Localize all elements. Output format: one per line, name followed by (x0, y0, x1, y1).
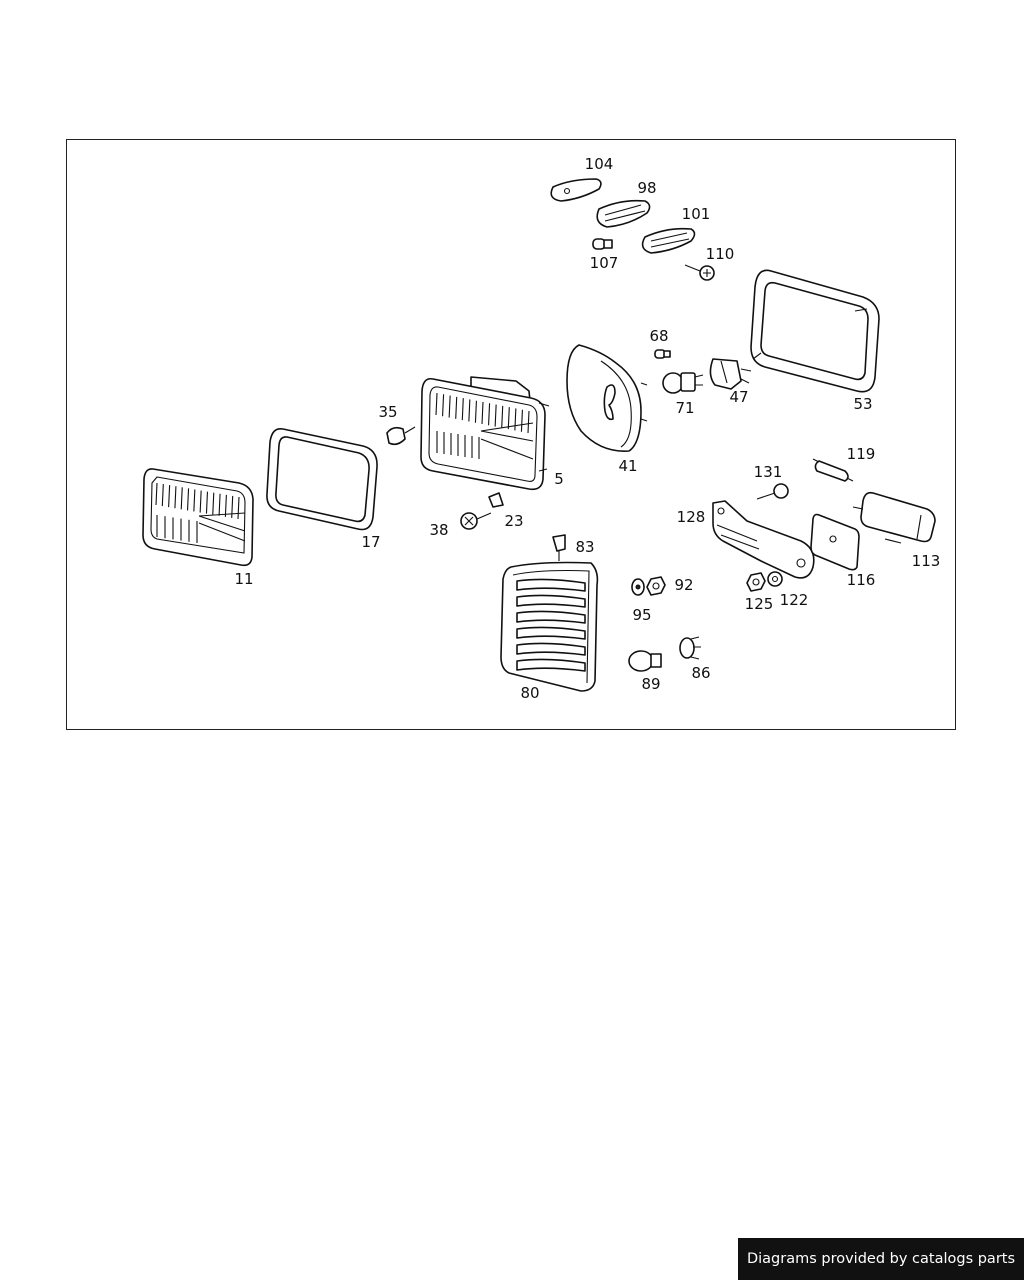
label-35: 35 (378, 403, 397, 421)
lens-pattern-line (168, 485, 171, 508)
lens-pattern-line (205, 491, 209, 514)
part-122-lock-washer[interactable] (767, 571, 783, 587)
lens-pattern-line (186, 488, 190, 511)
tail-lamp-rib (516, 578, 586, 592)
part-68-bulb[interactable] (654, 349, 671, 359)
part-119-festoon-bulb[interactable] (812, 458, 854, 482)
part-107-bulb[interactable] (592, 238, 613, 250)
part-104-side-marker-gasket[interactable] (550, 178, 602, 202)
label-47: 47 (729, 388, 748, 406)
tail-lamp-rib (516, 626, 586, 640)
callout-labels: 104 98 101 107 110 68 71 47 53 41 35 5 1… (234, 155, 940, 702)
label-41: 41 (618, 457, 637, 475)
lens-pattern-line (193, 489, 196, 512)
lens-pattern-line (461, 398, 464, 421)
part-47-bulb-socket[interactable] (709, 358, 752, 390)
part-80-tail-lamp[interactable] (500, 561, 599, 692)
lens-pattern-line (218, 493, 221, 516)
label-110: 110 (706, 245, 735, 263)
part-98-side-marker-lens[interactable] (596, 199, 651, 228)
lens-pattern-line (520, 409, 523, 432)
lens-pattern-line (161, 484, 164, 507)
lens-pattern-line (494, 404, 497, 427)
lens-pattern-line (501, 405, 504, 428)
lens-pattern-line (442, 394, 445, 417)
label-128: 128 (677, 508, 706, 526)
label-83: 83 (575, 538, 594, 556)
label-86: 86 (691, 664, 710, 682)
label-11: 11 (234, 570, 253, 588)
lens-pattern-line (199, 490, 202, 513)
label-95: 95 (632, 606, 651, 624)
part-131-screw[interactable] (756, 483, 789, 500)
label-119: 119 (847, 445, 876, 463)
part-41-reflector-housing[interactable] (566, 344, 648, 452)
part-110-screw[interactable] (684, 264, 715, 281)
part-113-marker-lamp[interactable] (852, 491, 936, 544)
part-128-mounting-bracket[interactable] (712, 500, 815, 579)
part-38-screw[interactable] (460, 512, 492, 530)
label-53: 53 (853, 395, 872, 413)
label-122: 122 (780, 591, 809, 609)
label-104: 104 (585, 155, 614, 173)
lens-pattern-line (474, 400, 477, 423)
label-107: 107 (590, 254, 619, 272)
label-68: 68 (649, 327, 668, 345)
part-95-washer[interactable] (631, 578, 645, 596)
lens-pattern-line (212, 492, 215, 515)
label-89: 89 (641, 675, 660, 693)
label-23: 23 (504, 512, 523, 530)
part-101-side-marker-lens[interactable] (641, 227, 696, 254)
part-11-headlamp-lens[interactable] (142, 468, 254, 567)
part-53-outer-frame[interactable] (750, 269, 880, 393)
lens-pattern-line (527, 410, 530, 434)
lens-pattern-line (481, 401, 484, 425)
part-86-socket[interactable] (679, 636, 701, 660)
part-71-bulb[interactable] (662, 372, 704, 394)
tail-lamp-rib (516, 594, 586, 608)
lens-pattern-line (455, 396, 458, 419)
part-92-nut[interactable] (646, 576, 666, 596)
part-116-gasket[interactable] (810, 513, 860, 571)
lens-pattern-line (237, 496, 240, 520)
parts-diagram-frame: 104 98 101 107 110 68 71 47 53 41 35 5 1… (66, 139, 956, 730)
label-98: 98 (637, 179, 656, 197)
lens-pattern-line (224, 494, 227, 517)
lens-pattern-line (507, 407, 510, 430)
label-80: 80 (520, 684, 539, 702)
tail-lamp-rib (516, 658, 586, 672)
part-125-nut[interactable] (746, 572, 766, 592)
tail-lamp-rib (516, 642, 586, 656)
lens-pattern-line (435, 392, 438, 416)
credit-banner: Diagrams provided by catalogs parts (738, 1238, 1024, 1280)
part-35-screw[interactable] (386, 426, 416, 446)
label-116: 116 (847, 571, 876, 589)
label-38: 38 (429, 521, 448, 539)
lens-pattern-line (448, 395, 451, 418)
part-23-clip[interactable] (488, 492, 504, 508)
label-71: 71 (675, 399, 694, 417)
parts-diagram: 104 98 101 107 110 68 71 47 53 41 35 5 1… (142, 155, 940, 702)
part-17-gasket[interactable] (266, 427, 378, 531)
label-92: 92 (674, 576, 693, 594)
label-113: 113 (912, 552, 941, 570)
label-5: 5 (554, 470, 564, 488)
label-125: 125 (745, 595, 774, 613)
lens-pattern-line (468, 399, 471, 422)
label-17: 17 (361, 533, 380, 551)
lens-pattern-line (155, 482, 158, 506)
part-83-clip[interactable] (552, 534, 566, 561)
lens-pattern-line (488, 403, 491, 426)
tail-lamp-rib (516, 610, 586, 624)
label-131: 131 (754, 463, 783, 481)
part-89-bulb[interactable] (628, 650, 662, 672)
label-101: 101 (682, 205, 711, 223)
lens-pattern-line (180, 487, 183, 510)
part-5-headlamp-unit[interactable] (420, 376, 550, 491)
lens-pattern-line (174, 486, 177, 509)
lens-pattern-line (514, 408, 517, 431)
